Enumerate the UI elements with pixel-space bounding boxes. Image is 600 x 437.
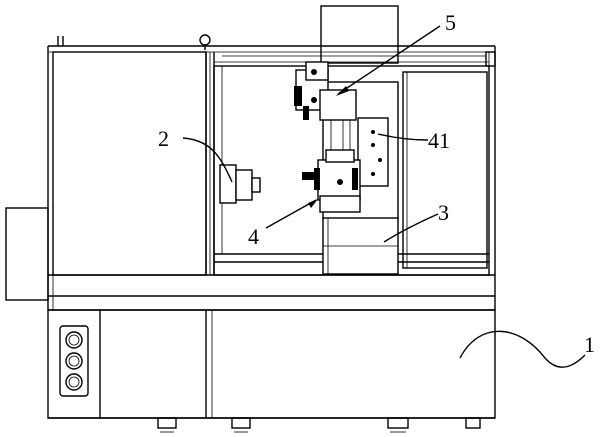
base-cabinet (47, 309, 496, 419)
leader-lines (182, 25, 586, 368)
side-control-box (5, 207, 49, 301)
work-chamber (213, 51, 496, 276)
slide-guard-block (322, 217, 399, 275)
spindle-housing (320, 5, 399, 64)
enclosure-frame (47, 34, 496, 311)
label-5: 5 (445, 10, 456, 35)
lower-turret (302, 149, 361, 213)
label-3: 3 (438, 200, 449, 225)
left-door-panel (52, 51, 215, 276)
label-1: 1 (584, 332, 595, 357)
label-2: 2 (158, 126, 169, 151)
chuck-unit (219, 164, 261, 204)
label-4: 4 (248, 224, 259, 249)
label-41: 41 (428, 128, 450, 153)
leveling-feet (157, 417, 481, 433)
